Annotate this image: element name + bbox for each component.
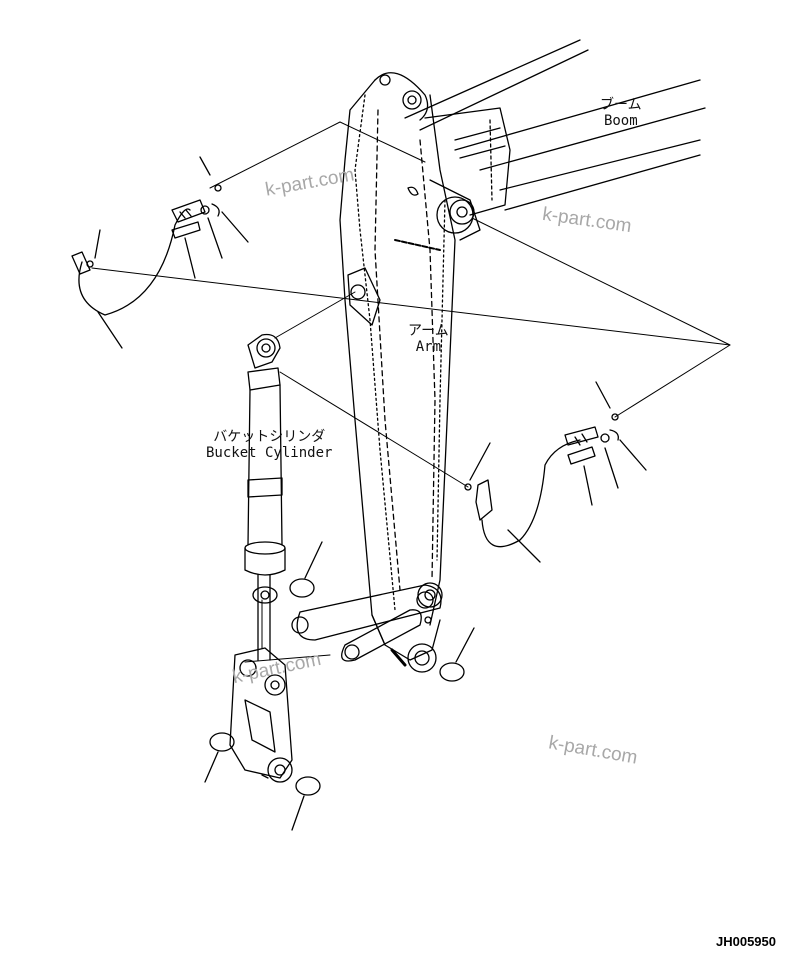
arm (339, 72, 481, 673)
boom-label-en: Boom (603, 113, 638, 129)
arm-label-en: Arm (415, 339, 442, 355)
boom (404, 39, 706, 216)
right-grease-hose (464, 381, 647, 563)
link-plates (291, 584, 442, 662)
bucket-link (229, 647, 293, 783)
bucket-cylinder-label: バケットシリンダ Bucket Cylinder (206, 429, 332, 461)
boom-label-jp: ブーム (600, 97, 642, 113)
bucket-cylinder-label-en: Bucket Cylinder (206, 445, 333, 461)
callout-lines (91, 121, 731, 663)
drawing-code: JH005950 (716, 934, 776, 949)
o-rings (204, 541, 475, 831)
arm-label-jp: アーム (408, 323, 449, 339)
left-grease-hose (71, 156, 249, 349)
bucket-cylinder (244, 333, 286, 661)
bucket-cylinder-label-jp: バケットシリンダ (213, 429, 326, 445)
arm-label: アーム Arm (408, 323, 449, 355)
boom-label: ブーム Boom (600, 97, 642, 129)
